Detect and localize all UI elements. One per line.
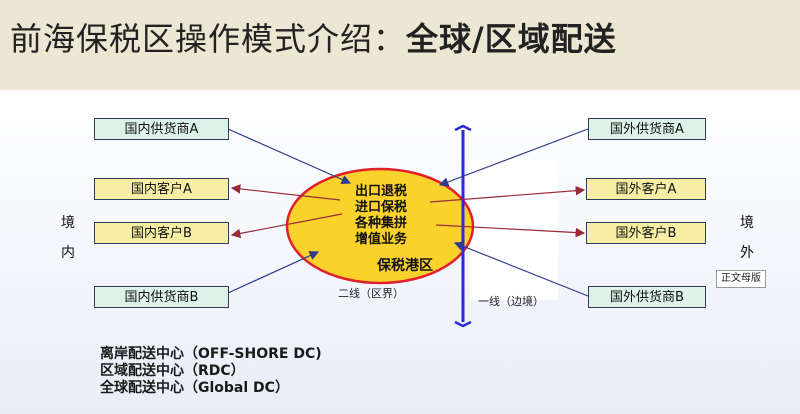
domestic-supplier-b-box: 国内供货商B — [94, 286, 229, 308]
first-line-label: 一线（边境） — [478, 295, 544, 308]
arrow-foreign-supplier-b — [453, 241, 589, 297]
domestic-customer-a-box: 国内客户A — [94, 178, 229, 200]
border-line-bottom-cap — [454, 320, 472, 328]
domestic-customer-b-box: 国内客户B — [94, 222, 229, 244]
foreign-supplier-a-box: 国外供货商A — [588, 118, 706, 140]
second-line-label: 二线（区界） — [338, 287, 404, 300]
dc-notes: 离岸配送中心（OFF-SHORE DC) 区域配送中心（RDC） 全球配送中心（… — [100, 346, 322, 397]
title-main: 前海保税区操作模式介绍： — [10, 20, 407, 58]
function-import-bonded: 进口保税 — [354, 200, 407, 215]
bonded-functions: 出口退税 进口保税 各种集拼 增值业务 — [336, 184, 426, 248]
arrow-domestic-supplier-a — [227, 128, 352, 184]
arrow-foreign-customer-a — [429, 185, 586, 203]
domestic-label-bottom: 内 — [61, 245, 75, 261]
border-line-top-cap — [454, 124, 472, 132]
note-offshore-dc: 离岸配送中心（OFF-SHORE DC) — [100, 346, 322, 362]
arrow-domestic-customer-b — [230, 213, 343, 239]
foreign-customer-b-box: 国外客户B — [586, 222, 706, 244]
note-rdc: 区域配送中心（RDC） — [100, 363, 245, 379]
foreign-supplier-b-box: 国外供货商B — [588, 286, 706, 308]
bonded-zone-label: 保税港区 — [377, 258, 433, 274]
function-value-added: 增值业务 — [354, 232, 407, 247]
bonded-zone-ellipse — [285, 167, 475, 285]
master-slide-badge: 正文母版 — [716, 270, 766, 288]
foreign-label-top: 境 — [740, 215, 754, 231]
title-emphasis: 全球/区域配送 — [406, 20, 617, 58]
domestic-label-top: 境 — [61, 215, 75, 231]
arrow-foreign-customer-b — [435, 224, 586, 238]
foreign-label-bottom: 外 — [740, 245, 754, 261]
outside-zone-area — [470, 160, 558, 300]
page-title: 前海保税区操作模式介绍：全球/区域配送 — [10, 14, 790, 66]
arrow-domestic-supplier-b — [227, 251, 320, 294]
domestic-supplier-a-box: 国内供货商A — [94, 118, 229, 140]
arrow-domestic-customer-a — [230, 184, 341, 201]
foreign-customer-a-box: 国外客户A — [586, 178, 706, 200]
function-consolidation: 各种集拼 — [354, 216, 407, 231]
arrow-foreign-supplier-a — [438, 128, 589, 187]
function-export-rebate: 出口退税 — [354, 184, 407, 199]
note-global-dc: 全球配送中心（Global DC） — [100, 380, 289, 396]
